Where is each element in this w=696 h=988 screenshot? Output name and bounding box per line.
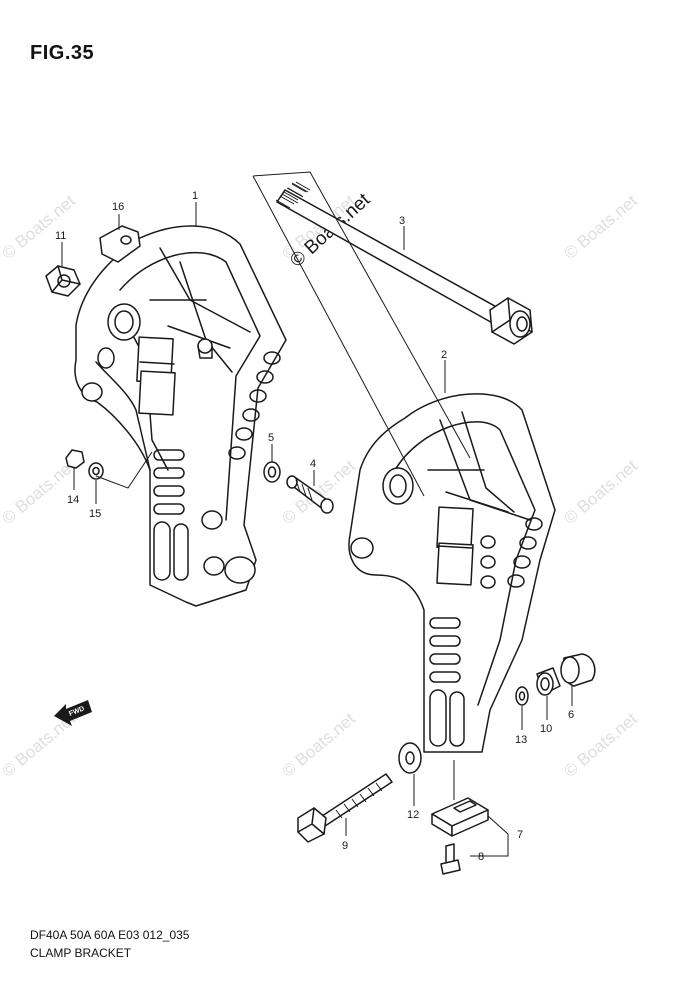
bolt-9 xyxy=(297,773,393,843)
callout-11: 11 xyxy=(55,230,66,242)
figure-title: FIG.35 xyxy=(30,42,95,64)
watermark-tile: © Boats.net xyxy=(560,191,641,263)
pin xyxy=(286,475,334,514)
washer-12 xyxy=(398,742,422,774)
plate-16 xyxy=(99,225,141,263)
callout-8: 8 xyxy=(478,851,484,863)
block-7 xyxy=(431,797,489,837)
callout-10: 10 xyxy=(540,723,552,735)
through-bolt xyxy=(275,181,533,345)
fwd-arrow: FWD xyxy=(54,700,92,726)
callout-5: 5 xyxy=(268,432,274,444)
collar-10 xyxy=(536,667,561,696)
washer-15 xyxy=(88,462,104,480)
watermark-tile: © Boats.net xyxy=(0,191,79,263)
bushing-6 xyxy=(560,653,596,687)
leader-lines xyxy=(61,171,573,857)
nut-14 xyxy=(65,449,85,469)
clamp-bracket-right xyxy=(348,393,556,753)
figure-name: CLAMP BRACKET xyxy=(30,946,132,960)
washer-13 xyxy=(515,686,529,706)
callout-6: 6 xyxy=(568,709,574,721)
clamp-bracket-left xyxy=(74,225,287,607)
callout-4: 4 xyxy=(310,458,316,470)
figure-code: DF40A 50A 60A E03 012_035 xyxy=(30,928,190,942)
callout-12: 12 xyxy=(407,809,419,821)
callout-15: 15 xyxy=(89,508,101,520)
watermark-tile: © Boats.net xyxy=(278,456,359,528)
callout-1: 1 xyxy=(192,190,198,202)
callout-3: 3 xyxy=(399,215,405,227)
callout-9: 9 xyxy=(342,840,348,852)
callout-14: 14 xyxy=(67,494,79,506)
callout-13: 13 xyxy=(515,734,527,746)
watermark-tile: © Boats.net xyxy=(0,456,79,528)
bolt-8 xyxy=(440,843,461,875)
nut-11 xyxy=(45,265,81,297)
watermark-tile: © Boats.net xyxy=(560,456,641,528)
callout-7: 7 xyxy=(517,829,523,841)
washer-5 xyxy=(263,461,281,483)
callout-2: 2 xyxy=(441,349,447,361)
callout-16: 16 xyxy=(112,201,124,213)
callouts: 1 2 3 4 5 6 7 8 9 10 11 12 13 14 15 16 xyxy=(55,190,574,863)
watermark-tile: © Boats.net xyxy=(278,709,359,781)
